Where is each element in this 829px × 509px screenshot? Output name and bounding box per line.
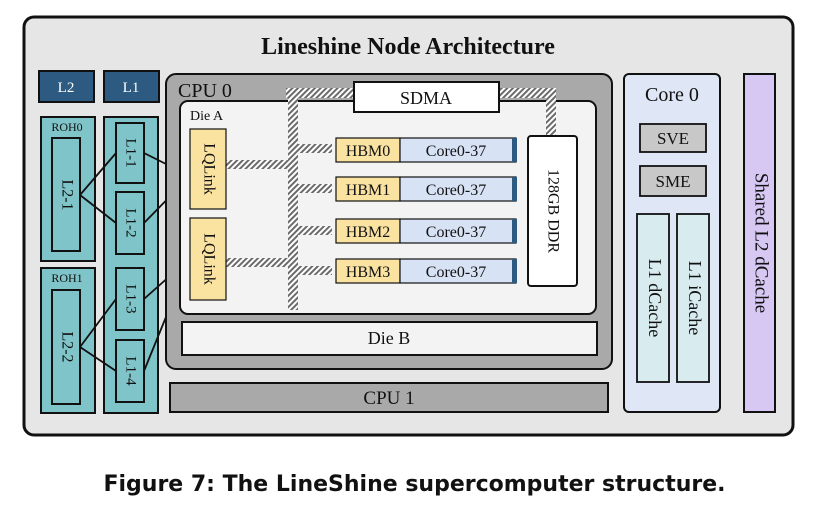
l2-2-label: L2-2 — [58, 331, 75, 362]
sme-label: SME — [656, 172, 691, 191]
die-b-label: Die B — [368, 328, 411, 348]
svg-text:Core0-37: Core0-37 — [426, 264, 486, 281]
ddr-label: 128GB DDR — [544, 169, 561, 253]
lqlink-bottom-box — [189, 217, 227, 301]
l2-l1-links — [79, 152, 117, 372]
die-a-label: Die A — [190, 109, 224, 124]
l2-1-label: L2-1 — [58, 179, 75, 210]
ddr-box — [527, 135, 578, 287]
hbm-row-1: HBM1 Core0-37 — [335, 176, 517, 202]
roh1-label: ROH1 — [51, 271, 82, 285]
roh0-label: ROH0 — [51, 120, 82, 134]
lqlink-top-label: LQLink — [200, 143, 217, 195]
svg-text:HBM0: HBM0 — [346, 143, 390, 160]
sve-box — [639, 123, 707, 153]
l2-header-label: L2 — [58, 80, 75, 96]
l2-1-box — [51, 137, 81, 252]
hbm-row-0: HBM0 Core0-37 — [335, 137, 517, 163]
figure-caption: Figure 7: The LineShine supercomputer st… — [103, 472, 726, 497]
l1-icache-box — [676, 213, 710, 383]
l1-4-label: L1-4 — [123, 356, 139, 386]
l1-icache-label: L1 iCache — [685, 261, 705, 335]
cpu0-label: CPU 0 — [178, 80, 232, 102]
svg-text:HBM2: HBM2 — [346, 224, 390, 241]
l1-dcache-box — [636, 213, 670, 383]
l1-3-label: L1-3 — [123, 284, 139, 313]
sme-box — [639, 165, 707, 197]
architecture-diagram: Lineshine Node Architecture L2 L1 ROH0 L… — [22, 15, 795, 437]
cpu1-label: CPU 1 — [363, 388, 414, 409]
cpu1-box — [169, 382, 609, 413]
lqlink-bottom-label: LQLink — [200, 233, 217, 285]
l1-1-label: L1-1 — [123, 138, 139, 167]
core0-label: Core 0 — [645, 84, 699, 106]
sdma-box — [353, 81, 500, 113]
svg-text:Core0-37: Core0-37 — [426, 182, 486, 199]
svg-text:Core0-37: Core0-37 — [426, 143, 486, 160]
l1-2-label: L1-2 — [123, 208, 139, 237]
diagram-title: Lineshine Node Architecture — [261, 34, 555, 60]
l1-header-box — [103, 70, 160, 103]
l1-dcache-label: L1 dCache — [645, 259, 665, 337]
l1-header-label: L1 — [123, 80, 140, 96]
l2-2-box — [51, 289, 81, 405]
die-b-box — [181, 321, 598, 356]
sve-label: SVE — [657, 129, 689, 148]
lqlink-top-box — [189, 128, 227, 210]
svg-text:HBM1: HBM1 — [346, 182, 390, 199]
shared-l2-label: Shared L2 dCache — [751, 173, 772, 313]
shared-l2-box — [743, 73, 776, 413]
svg-text:Core0-37: Core0-37 — [426, 224, 486, 241]
hbm-row-2: HBM2 Core0-37 — [335, 218, 517, 244]
l2-header-box — [38, 70, 95, 103]
sdma-label: SDMA — [400, 88, 452, 108]
hbm-row-3: HBM3 Core0-37 — [335, 258, 517, 284]
svg-text:HBM3: HBM3 — [346, 264, 390, 281]
